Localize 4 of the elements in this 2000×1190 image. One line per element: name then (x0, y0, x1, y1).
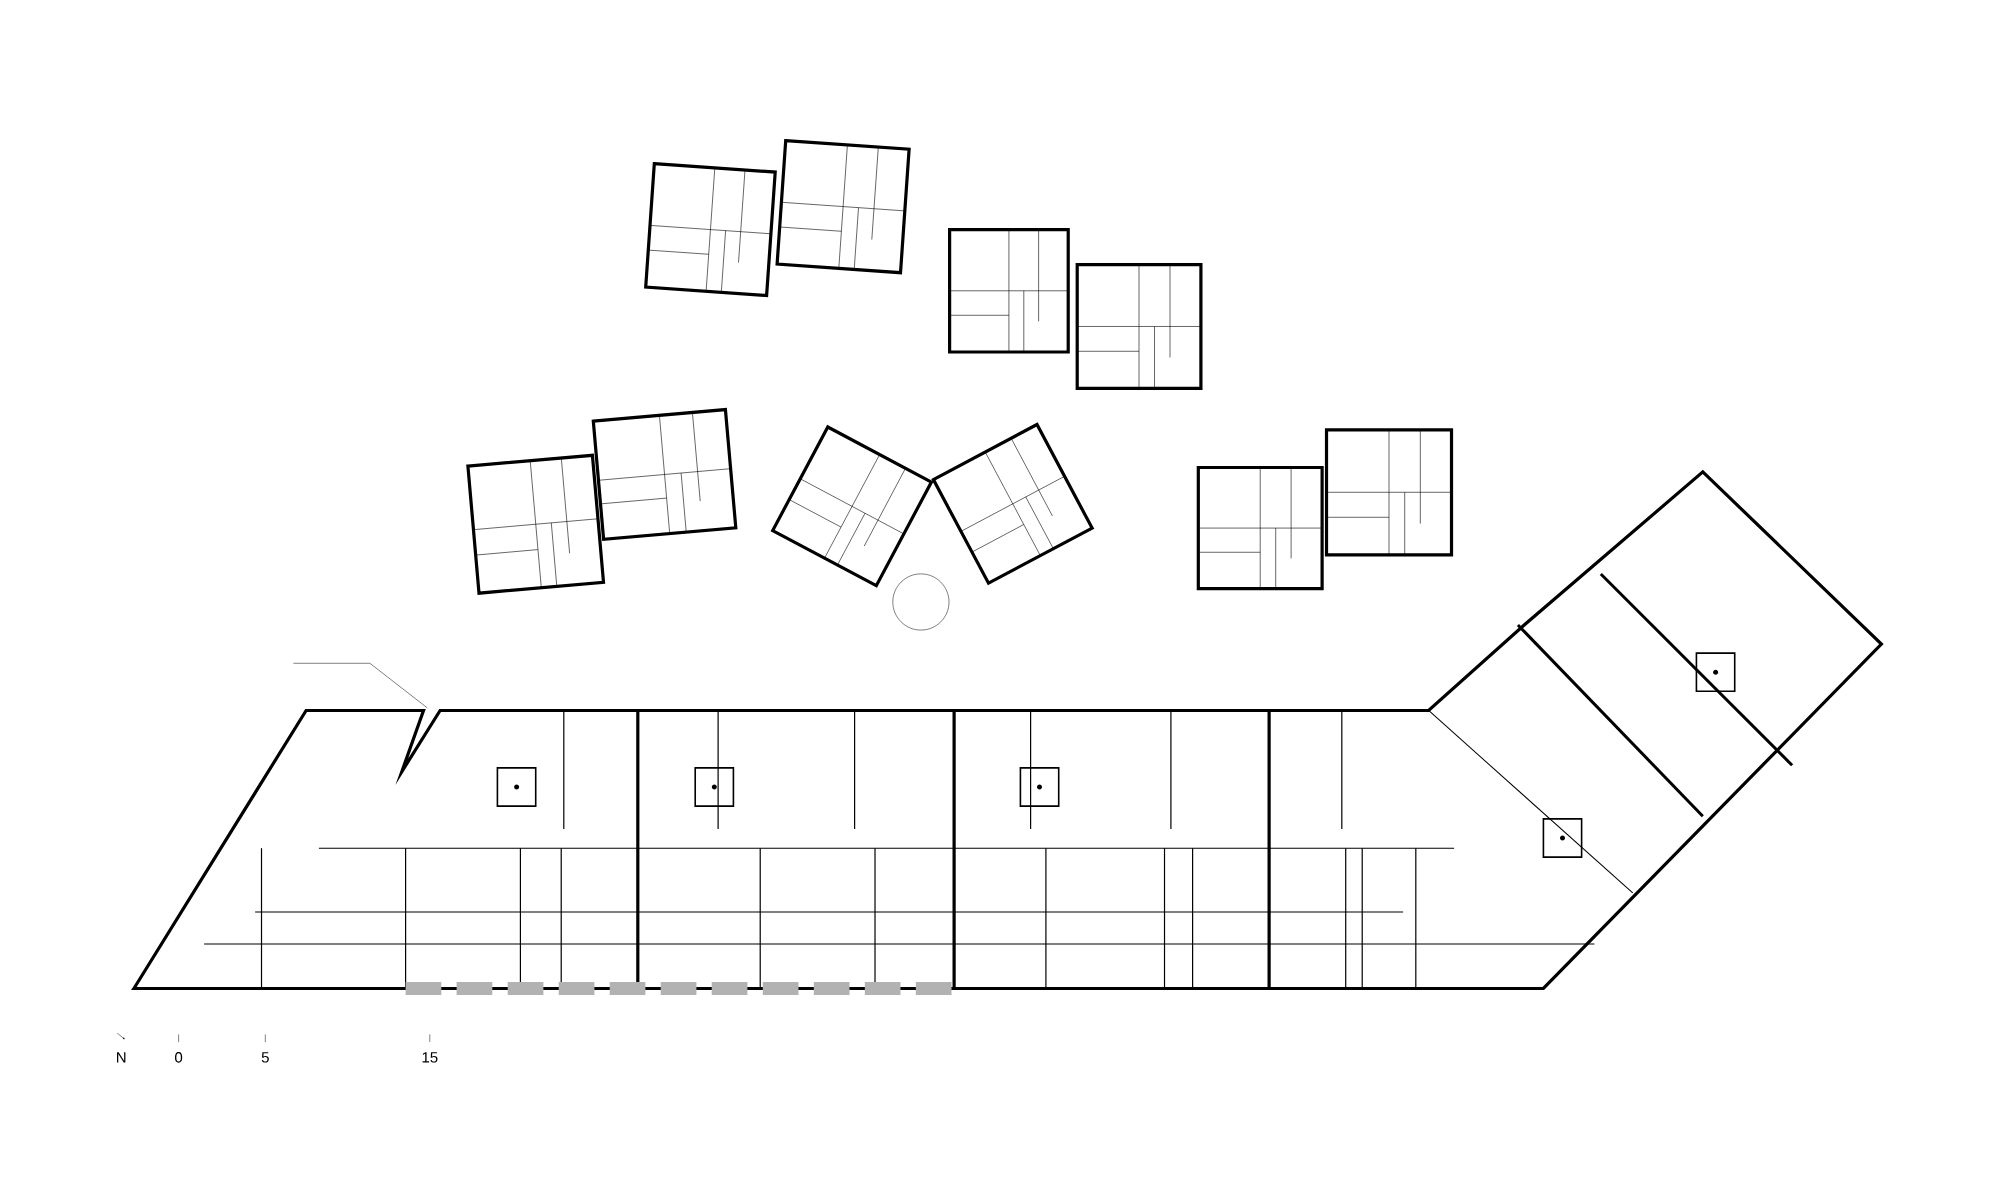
scale-label: 5 (261, 1052, 269, 1063)
north-label: N (117, 1052, 126, 1063)
scale-label: 15 (422, 1052, 438, 1063)
scale-label: 0 (175, 1052, 183, 1063)
